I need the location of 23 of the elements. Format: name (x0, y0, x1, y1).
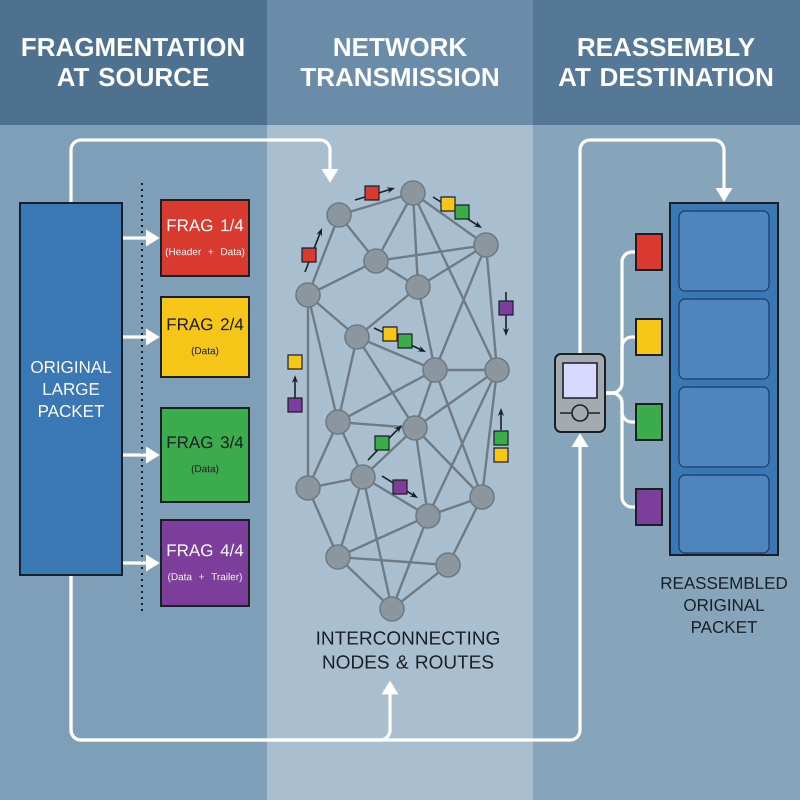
device-icon (554, 353, 606, 433)
fragment-box: FRAG 2/4 (Data) (160, 296, 250, 378)
connector (606, 391, 635, 509)
fragment-block (635, 233, 663, 271)
column-heading: REASSEMBLY AT DESTINATION (558, 38, 772, 86)
packet-box: ORIGINAL LARGE PACKET (19, 202, 123, 576)
fragment-block (635, 403, 663, 441)
slot-box (678, 386, 770, 468)
fragment-box: FRAG 3/4 (Data) (160, 407, 250, 503)
column-heading: FRAGMENTATION AT SOURCE (22, 38, 244, 86)
caption-text: REASSEMBLED ORIGINAL PACKET (662, 577, 787, 634)
caption-text: INTERCONNECTING NODES & ROUTES (317, 631, 499, 669)
fragment-block (635, 488, 663, 526)
arrow (69, 138, 338, 202)
fragment-block (635, 318, 663, 356)
fragment-box: FRAG 4/4 (Data + Trailer) (160, 519, 250, 607)
network-drawing (287, 180, 514, 622)
fragment-box: FRAG 1/4 (Header + Data) (160, 199, 250, 277)
slot-box (678, 210, 770, 292)
column-heading: NETWORK TRANSMISSION (300, 38, 498, 86)
arrow (578, 138, 732, 353)
slot-box (678, 474, 770, 554)
slot-box (678, 298, 770, 380)
